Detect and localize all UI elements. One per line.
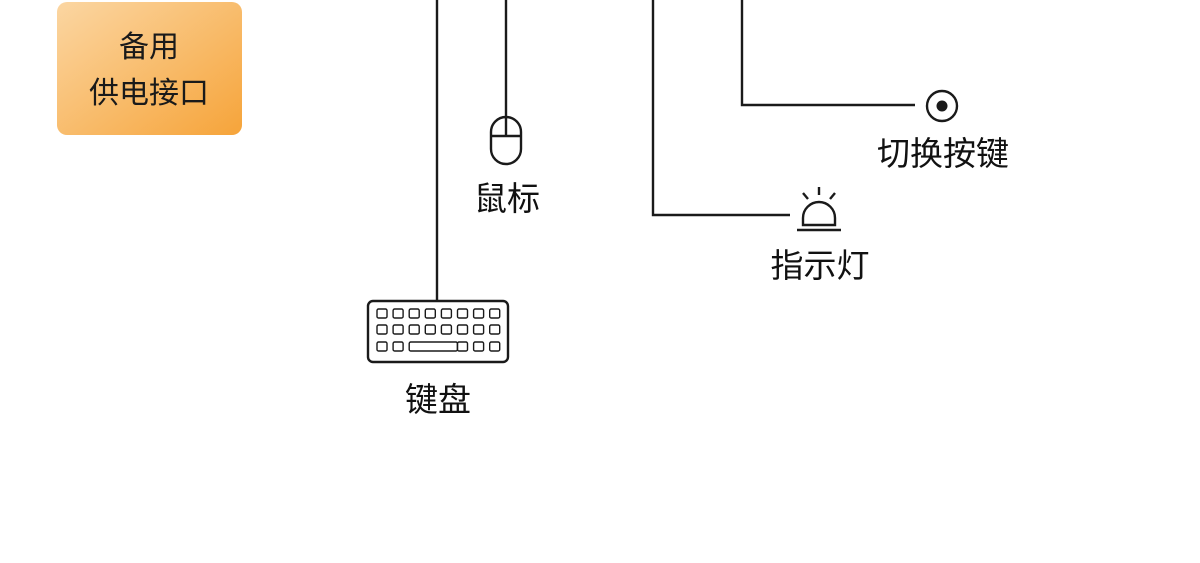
keyboard-key [456, 341, 469, 352]
keyboard-key [408, 308, 420, 319]
alarm-light-icon [797, 187, 841, 232]
keyboard-key [424, 308, 436, 319]
keyboard-key [376, 308, 388, 319]
keyboard-icon [366, 299, 510, 364]
keyboard-key [440, 324, 453, 335]
backup-power-label-line2: 供电接口 [89, 76, 209, 111]
indicator-line [651, 0, 790, 217]
mouse-icon [489, 115, 523, 166]
keyboard-key [424, 324, 436, 335]
keyboard-key [489, 324, 501, 335]
keyboard-key [408, 341, 459, 352]
keyboard-key [376, 341, 388, 352]
keyboard-label: 键盘 [405, 380, 471, 419]
keyboard-key [392, 341, 404, 352]
keyboard-key [408, 324, 420, 335]
keyboard-key [472, 341, 485, 352]
mouse-label: 鼠标 [474, 179, 540, 218]
backup-power-box: 备用 供电接口 [57, 2, 242, 135]
keyboard-key [456, 324, 469, 335]
radio-button-icon [925, 89, 959, 123]
keyboard-key [472, 308, 485, 319]
keyboard-key [489, 341, 501, 352]
keyboard-key [456, 308, 469, 319]
keyboard-key [392, 308, 404, 319]
keyboard-key [472, 324, 485, 335]
switch-button-label: 切换按键 [877, 134, 1009, 173]
backup-power-label-line1: 备用 [119, 30, 179, 65]
keyboard-key [392, 324, 404, 335]
indicator-label: 指示灯 [771, 246, 870, 285]
keyboard-key [489, 308, 501, 319]
keyboard-key [376, 324, 388, 335]
switch-button-line [740, 0, 915, 107]
keyboard-key [440, 308, 453, 319]
